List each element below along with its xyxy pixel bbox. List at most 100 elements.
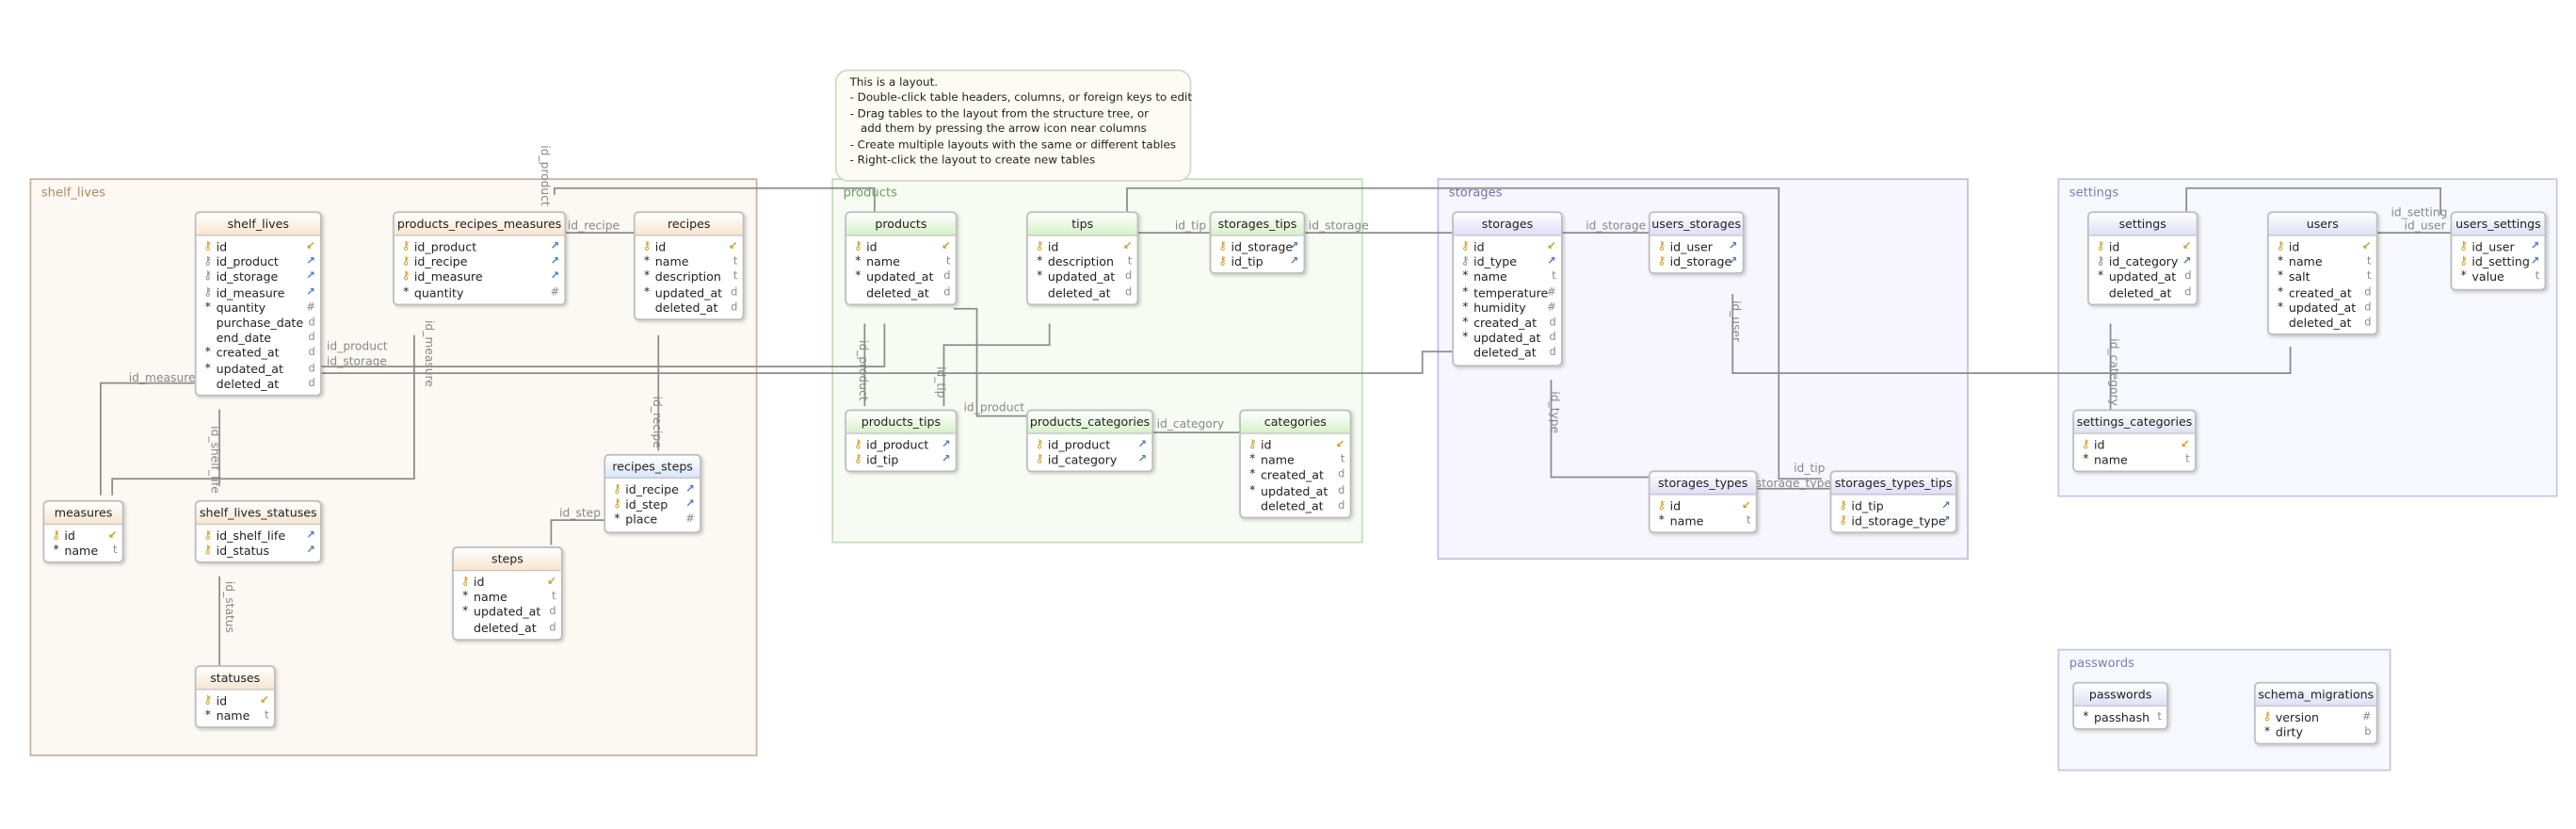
- table-recipes-steps[interactable]: recipes_steps⚷id_recipe↗⚷id_step↗*place#: [604, 453, 701, 533]
- table-header[interactable]: storages_tips: [1211, 213, 1304, 236]
- table-shelf-lives[interactable]: shelf_lives⚷id↙⚷id_product↗⚷id_storage↗⚷…: [194, 211, 322, 397]
- table-products-tips[interactable]: products_tips ⚷id_product↗⚷id_tip↗: [845, 409, 958, 473]
- column-row[interactable]: ⚷id↙: [2272, 239, 2373, 254]
- column-row[interactable]: *place#: [609, 512, 697, 528]
- column-row[interactable]: *quantity#: [397, 284, 561, 300]
- table-header[interactable]: steps: [453, 547, 561, 572]
- table-header[interactable]: categories: [1240, 411, 1350, 434]
- table-header[interactable]: recipes_steps: [605, 455, 700, 480]
- column-row[interactable]: ⚷id_product↗: [200, 254, 316, 269]
- column-row[interactable]: ⚷id_recipe↗: [397, 254, 561, 269]
- table-products-recipes-measures[interactable]: products_recipes_measures⚷id_product↗⚷id…: [393, 211, 567, 305]
- table-users-storages[interactable]: users_storages ⚷id_user↗⚷id_storage↗: [1648, 211, 1745, 275]
- table-products-categories[interactable]: products_categories⚷id_product↗⚷id_categ…: [1026, 409, 1154, 473]
- column-row[interactable]: *humidity#: [1457, 301, 1558, 316]
- column-row[interactable]: ⚷id_tip↗: [1215, 254, 1300, 269]
- table-header[interactable]: measures: [44, 501, 122, 526]
- table-header[interactable]: settings_categories: [2074, 411, 2195, 434]
- column-row[interactable]: ⚷id_user↗: [1653, 239, 1739, 254]
- column-row[interactable]: ⚷id↙: [1653, 498, 1752, 513]
- column-row[interactable]: ⚷id_category↗: [1031, 453, 1148, 468]
- column-row[interactable]: ⚷id_storage↗: [1215, 239, 1300, 254]
- column-row[interactable]: *quantity#: [200, 301, 316, 316]
- column-row[interactable]: ⚷id_category↗: [2092, 254, 2193, 269]
- column-row[interactable]: ⚷id↙: [2092, 239, 2193, 254]
- table-header[interactable]: passwords: [2074, 683, 2167, 707]
- column-row[interactable]: ⚷id_tip↗: [1835, 498, 1952, 513]
- column-row[interactable]: ⚷id_product↗: [397, 239, 561, 254]
- column-row[interactable]: ⚷id↙: [48, 528, 119, 544]
- table-header[interactable]: users_storages: [1650, 213, 1743, 236]
- table-header[interactable]: users: [2268, 213, 2376, 236]
- table-header[interactable]: schema_migrations: [2255, 683, 2376, 707]
- column-row[interactable]: ⚷id↙: [457, 575, 557, 590]
- column-row[interactable]: ⚷id_setting↗: [2455, 254, 2541, 269]
- table-users-settings[interactable]: users_settings⚷id_user↗⚷id_setting↗*valu…: [2450, 211, 2547, 290]
- column-row[interactable]: ⚷id_measure↗: [397, 269, 561, 284]
- table-storages-types-tips[interactable]: storages_types_tips⚷id_tip↗⚷id_storage_t…: [1829, 470, 1957, 534]
- table-header[interactable]: products_tips: [846, 411, 956, 434]
- column-row[interactable]: ⚷id_product↗: [850, 437, 953, 452]
- column-row[interactable]: ⚷id↙: [1244, 437, 1346, 452]
- column-row[interactable]: ⚷id_storage_type↗: [1835, 513, 1952, 528]
- column-row[interactable]: ⚷id_shelf_life↗: [200, 528, 316, 544]
- column-row[interactable]: ⚷id↙: [200, 239, 316, 254]
- column-row[interactable]: ⚷id_tip↗: [850, 453, 953, 468]
- column-row[interactable]: ⚷id_storage↗: [1653, 254, 1739, 269]
- column-row[interactable]: *temperature#: [1457, 284, 1558, 300]
- column-row[interactable]: ⚷id_measure↗: [200, 284, 316, 300]
- layout-hint-note[interactable]: This is a layout. - Double-click table h…: [834, 69, 1192, 182]
- table-header[interactable]: storages_types: [1650, 472, 1756, 496]
- table-header[interactable]: shelf_lives: [196, 213, 321, 236]
- table-header[interactable]: shelf_lives_statuses: [196, 501, 321, 526]
- table-header[interactable]: tips: [1027, 213, 1137, 236]
- table-header[interactable]: users_settings: [2452, 213, 2545, 236]
- table-shelf-lives-statuses[interactable]: shelf_lives_statuses⚷id_shelf_life↗⚷id_s…: [194, 500, 322, 564]
- table-header[interactable]: products_categories: [1027, 411, 1152, 434]
